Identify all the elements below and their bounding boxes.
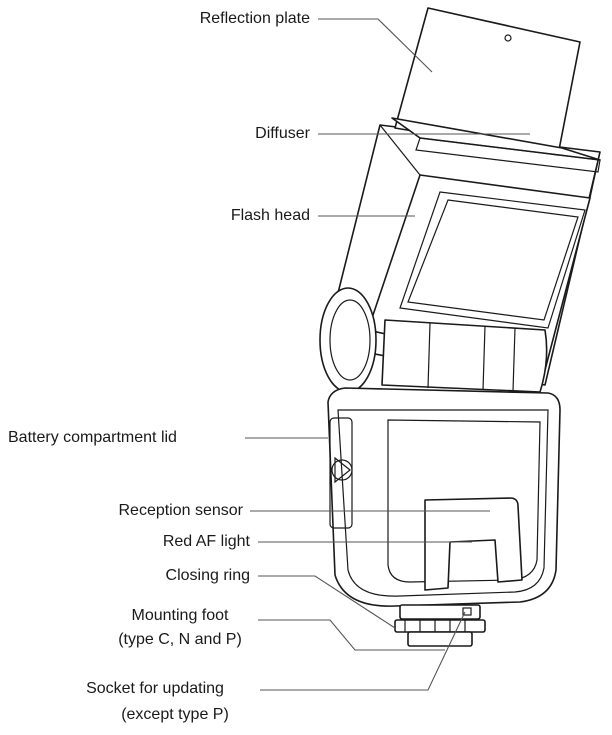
label-reception-sensor: Reception sensor	[118, 502, 243, 519]
label-flash-head: Flash head	[230, 207, 310, 224]
leader-reflection-plate	[318, 18, 433, 73]
label-battery-lid: Battery compartment lid	[8, 429, 177, 446]
leader-mounting-foot	[258, 619, 445, 651]
swivel-joint	[319, 287, 548, 393]
label-socket-note: (except type P)	[121, 706, 229, 723]
leader-closing-ring	[258, 575, 396, 629]
label-diffuser: Diffuser	[255, 125, 310, 142]
label-reflection-plate: Reflection plate	[199, 10, 310, 27]
label-closing-ring: Closing ring	[165, 567, 250, 584]
label-mounting-foot: Mounting foot	[131, 607, 229, 624]
flash-body	[327, 387, 561, 647]
label-mounting-foot-types: (type C, N and P)	[118, 631, 242, 648]
diffuser	[391, 117, 601, 173]
label-socket: Socket for updating	[86, 680, 224, 697]
leader-socket	[260, 611, 466, 691]
leader-lines	[245, 18, 530, 691]
label-red-af-light: Red AF light	[162, 533, 250, 550]
